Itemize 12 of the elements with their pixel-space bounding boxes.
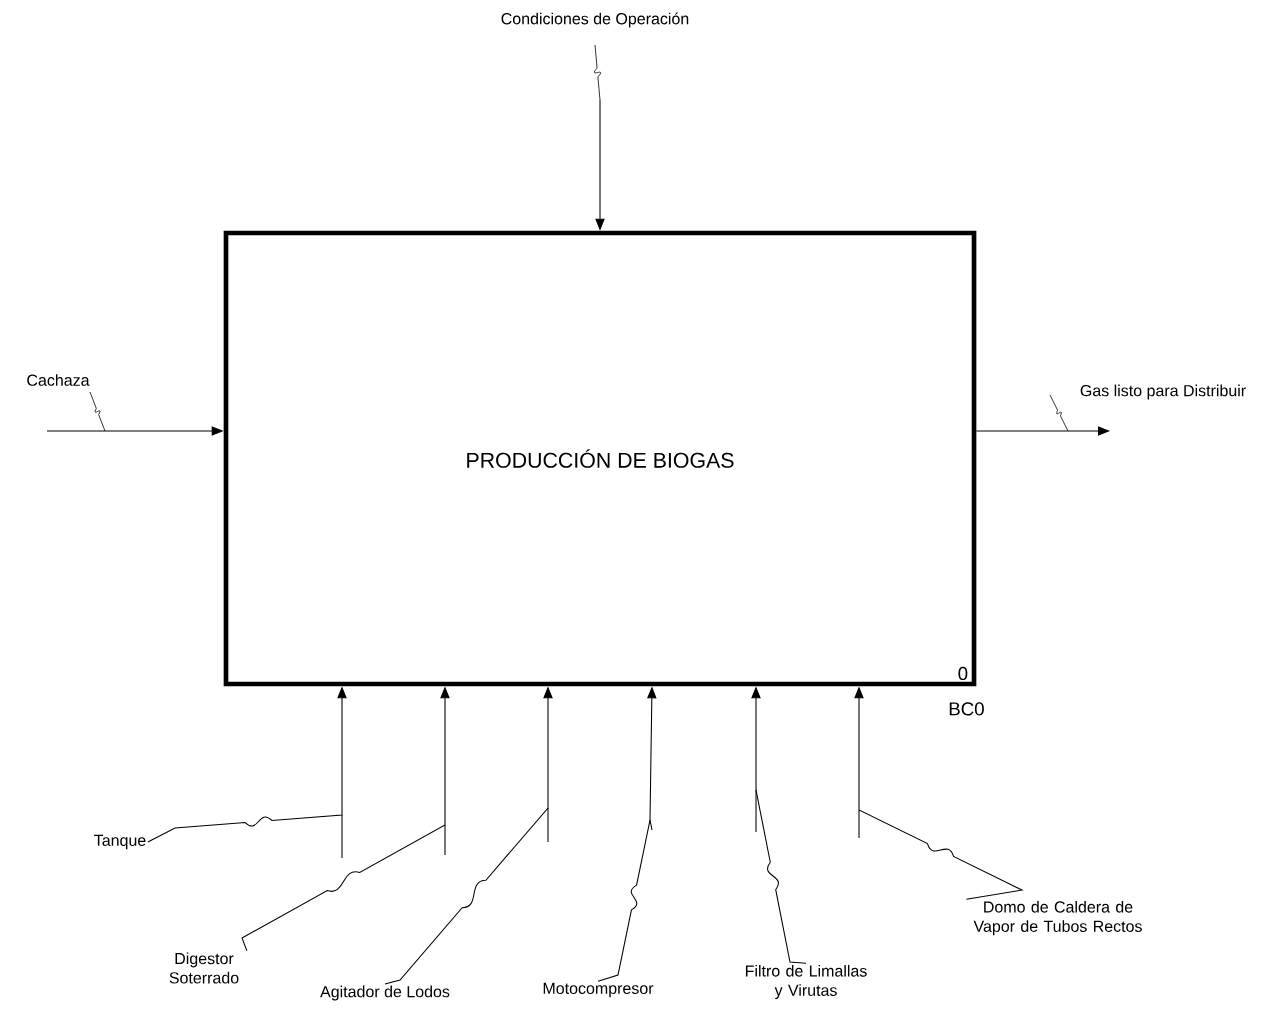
arrow-label: Condiciones de Operación <box>501 12 689 28</box>
arrow <box>975 426 1110 436</box>
label-text: Domo de Caldera de Vapor de Tubos Rectos <box>973 900 1142 936</box>
label-text: Tanque <box>94 834 146 850</box>
label-text: Filtro de Limallas y Virutas <box>746 964 867 1000</box>
label-text: Digestor Soterrado <box>169 952 239 984</box>
label-text: Agitador de Lodos <box>320 985 450 1001</box>
arrow-label: Cachaza <box>27 374 90 386</box>
node-reference: BC0 <box>949 702 984 716</box>
arrow-label: Gas listo para Distribuir <box>1080 384 1246 400</box>
box-number: 0 <box>958 666 968 681</box>
label-text: Motocompresor <box>543 982 654 998</box>
